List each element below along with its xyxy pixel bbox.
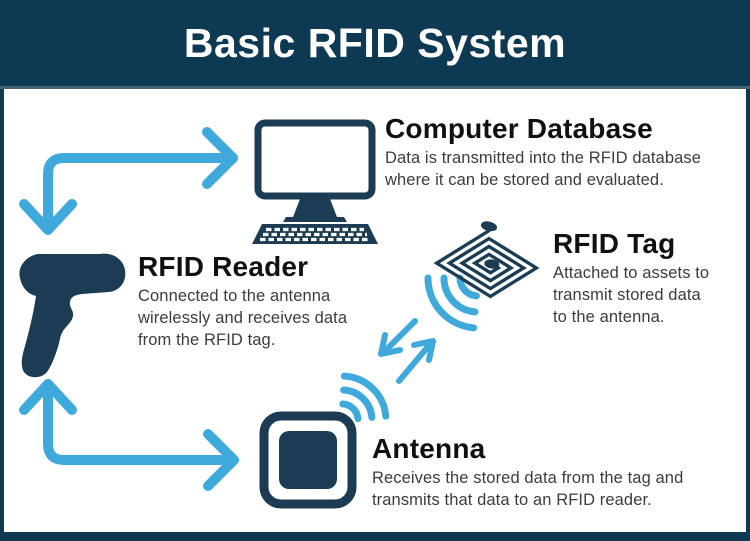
computer-database-section: Computer Database Data is transmitted in… [385,113,701,192]
computer-database-description: Data is transmitted into the RFID databa… [385,149,702,189]
wifi-signal-tag-icon [424,274,480,332]
rfid-reader-gun-icon [19,253,126,378]
wifi-arc [456,274,480,300]
arrowhead-right-icon [202,127,238,189]
antenna-description: Receives the stored data from the tag an… [372,469,684,509]
arrowhead-up-icon [19,379,77,415]
computer-monitor-icon [252,119,378,244]
title-bar: Basic RFID System [0,0,750,89]
bidirectional-arrows-tag-antenna [378,318,436,384]
rfid-reader-description: Connected to the antenna wirelessly and … [138,287,348,349]
wifi-arc [424,274,478,332]
arrowhead-down-icon [19,199,77,235]
arrow-shaft [380,318,418,356]
antenna-heading: Antenna [372,433,486,464]
antenna-inner-square [279,431,337,489]
rfid-tag-coil-icon [433,221,540,299]
wifi-arc [340,372,390,420]
rfid-reader-section: RFID Reader Connected to the antenna wir… [138,251,347,351]
page-title: Basic RFID System [183,19,567,66]
monitor-stand [293,199,337,217]
monitor-base [283,217,347,222]
tag-terminal [480,221,498,232]
arrow-shaft [43,153,238,233]
rfid-tag-heading: RFID Tag [553,228,676,259]
tag-chip [484,259,500,269]
antenna-section: Antenna Receives the stored data from th… [372,433,683,512]
tag-spiral [433,229,540,299]
monitor-screen [254,119,376,200]
wifi-signal-antenna-icon [339,372,390,423]
flow-arrow-reader-to-computer [19,127,238,235]
wifi-arc [339,400,362,423]
wifi-arc [440,274,479,316]
wifi-arc [340,386,376,421]
arrowhead-right-icon [203,429,239,491]
computer-database-heading: Computer Database [385,113,653,144]
antenna-icon [259,411,357,509]
flow-arrow-reader-to-antenna [19,379,239,491]
scanner-silhouette [19,253,126,378]
arrow-shaft [396,340,434,384]
rfid-reader-heading: RFID Reader [138,251,309,282]
rfid-tag-description: Attached to assets to transmit stored da… [553,264,710,326]
rfid-tag-section: RFID Tag Attached to assets to transmit … [553,228,709,328]
arrowhead-downleft-icon [378,332,403,357]
arrow-shaft [43,379,239,465]
arrowhead-upright-icon [411,338,436,363]
